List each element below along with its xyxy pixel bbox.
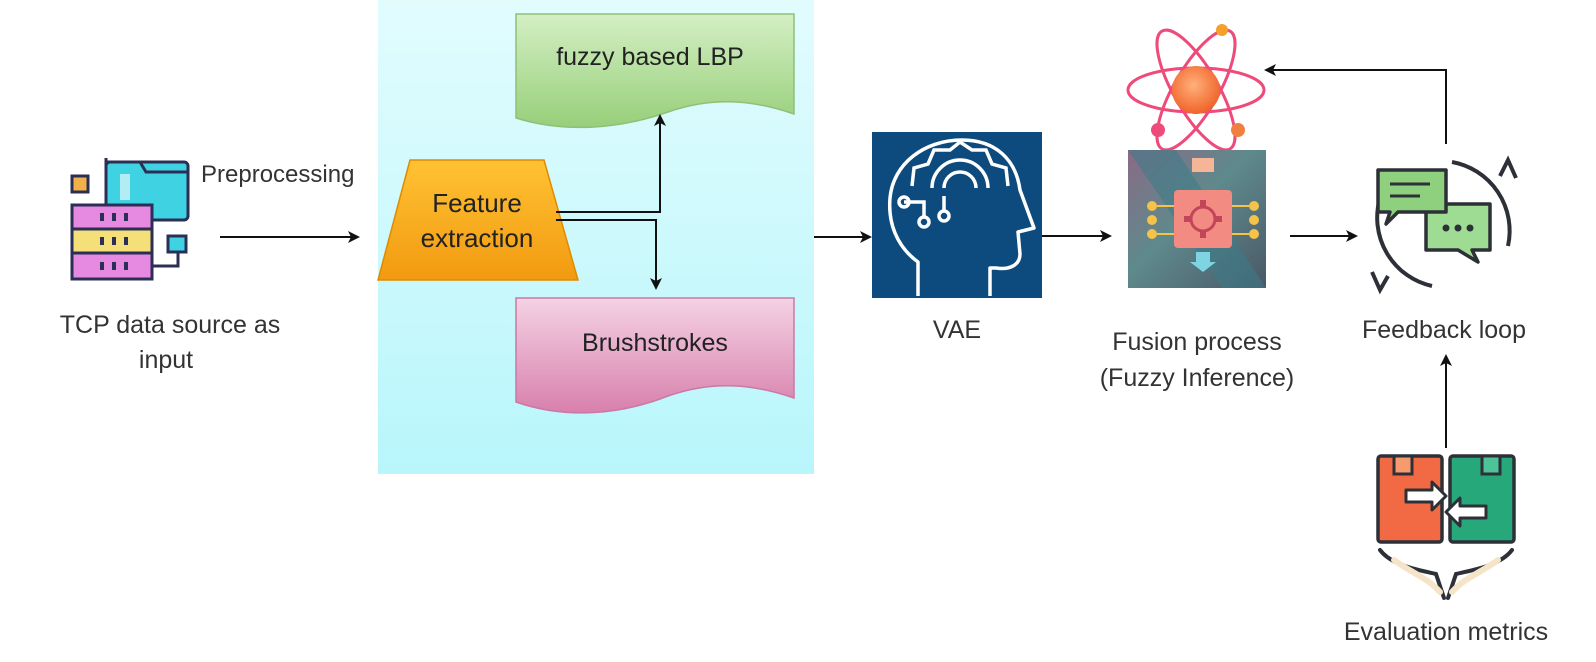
ai-head-gear-icon <box>872 132 1042 298</box>
chip-board-icon <box>1128 150 1266 288</box>
lbp-document <box>515 13 795 129</box>
arrow-feedback-to-atom <box>1264 64 1447 144</box>
brushstrokes-document <box>515 297 795 414</box>
feedback-label: Feedback loop <box>1362 316 1526 344</box>
source-label-line2: input <box>139 346 193 374</box>
atom-icon <box>1126 24 1266 152</box>
database-server-icon <box>70 158 190 281</box>
fusion-label-line1: Fusion process <box>1112 328 1282 356</box>
evaluation-label: Evaluation metrics <box>1344 618 1548 646</box>
arrow-to-lbp <box>556 114 666 213</box>
feature-extraction-block <box>377 159 579 281</box>
boxes-exchange-hands-icon <box>1376 454 1516 600</box>
feature-extraction-label-line1: Feature <box>432 188 522 218</box>
fusion-label-line2: (Fuzzy Inference) <box>1100 364 1295 392</box>
vae-label: VAE <box>933 316 981 344</box>
chat-refresh-icon <box>1370 155 1518 295</box>
preprocessing-label: Preprocessing <box>201 161 354 188</box>
lbp-label: fuzzy based LBP <box>556 43 744 71</box>
feature-extraction-label-line2: extraction <box>421 223 534 253</box>
arrow-to-brushstrokes <box>556 219 662 290</box>
brushstrokes-label: Brushstrokes <box>582 329 728 357</box>
source-label-line1: TCP data source as <box>60 311 280 339</box>
